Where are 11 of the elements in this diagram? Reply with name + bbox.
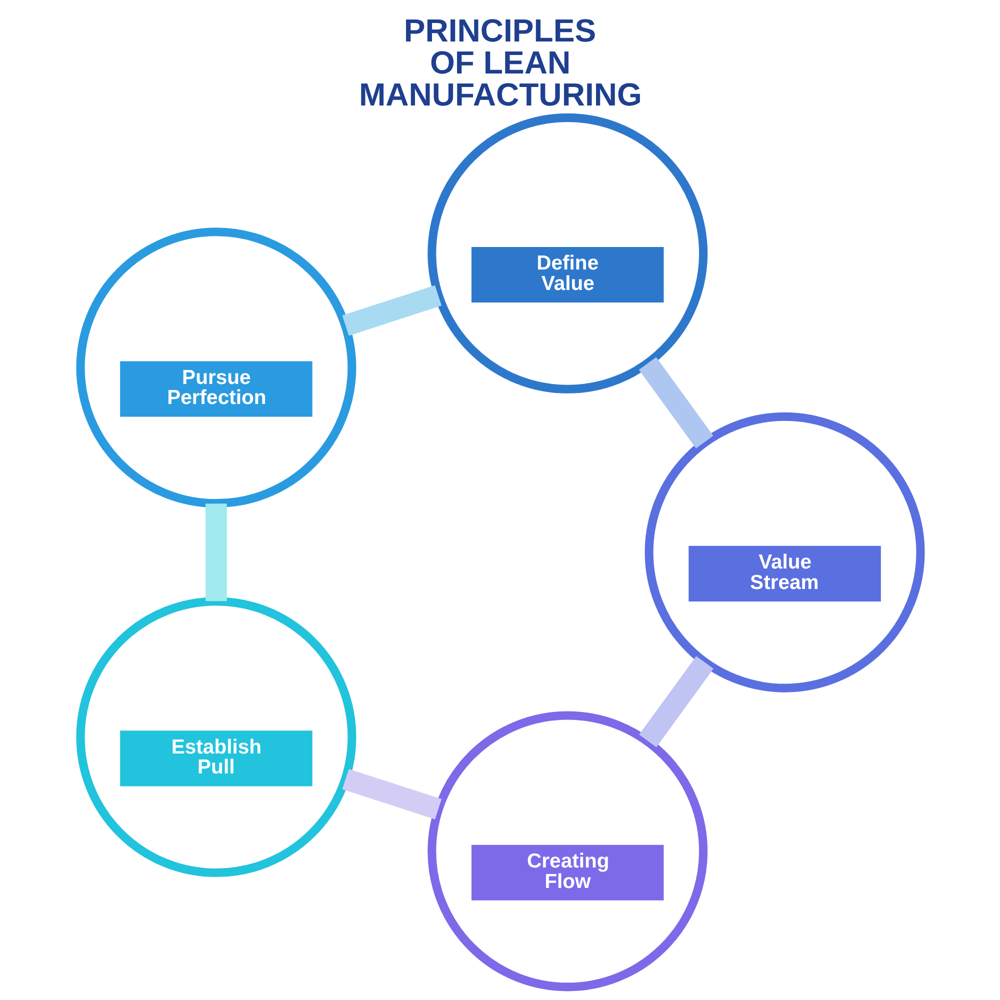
- connector: [638, 357, 713, 448]
- diagram-title: PRINCIPLES OF LEAN MANUFACTURING: [358, 12, 642, 113]
- node-circle: Establish Pull: [76, 597, 356, 878]
- node-circle: Define Value: [427, 113, 708, 394]
- node-circle: Value Stream: [644, 412, 924, 692]
- connector: [638, 656, 713, 748]
- node-circle: Creating Flow: [427, 711, 708, 992]
- node-circle: Pursue Perfection: [76, 228, 356, 508]
- connector: [205, 504, 226, 602]
- connector: [342, 768, 442, 820]
- connector: [342, 285, 442, 336]
